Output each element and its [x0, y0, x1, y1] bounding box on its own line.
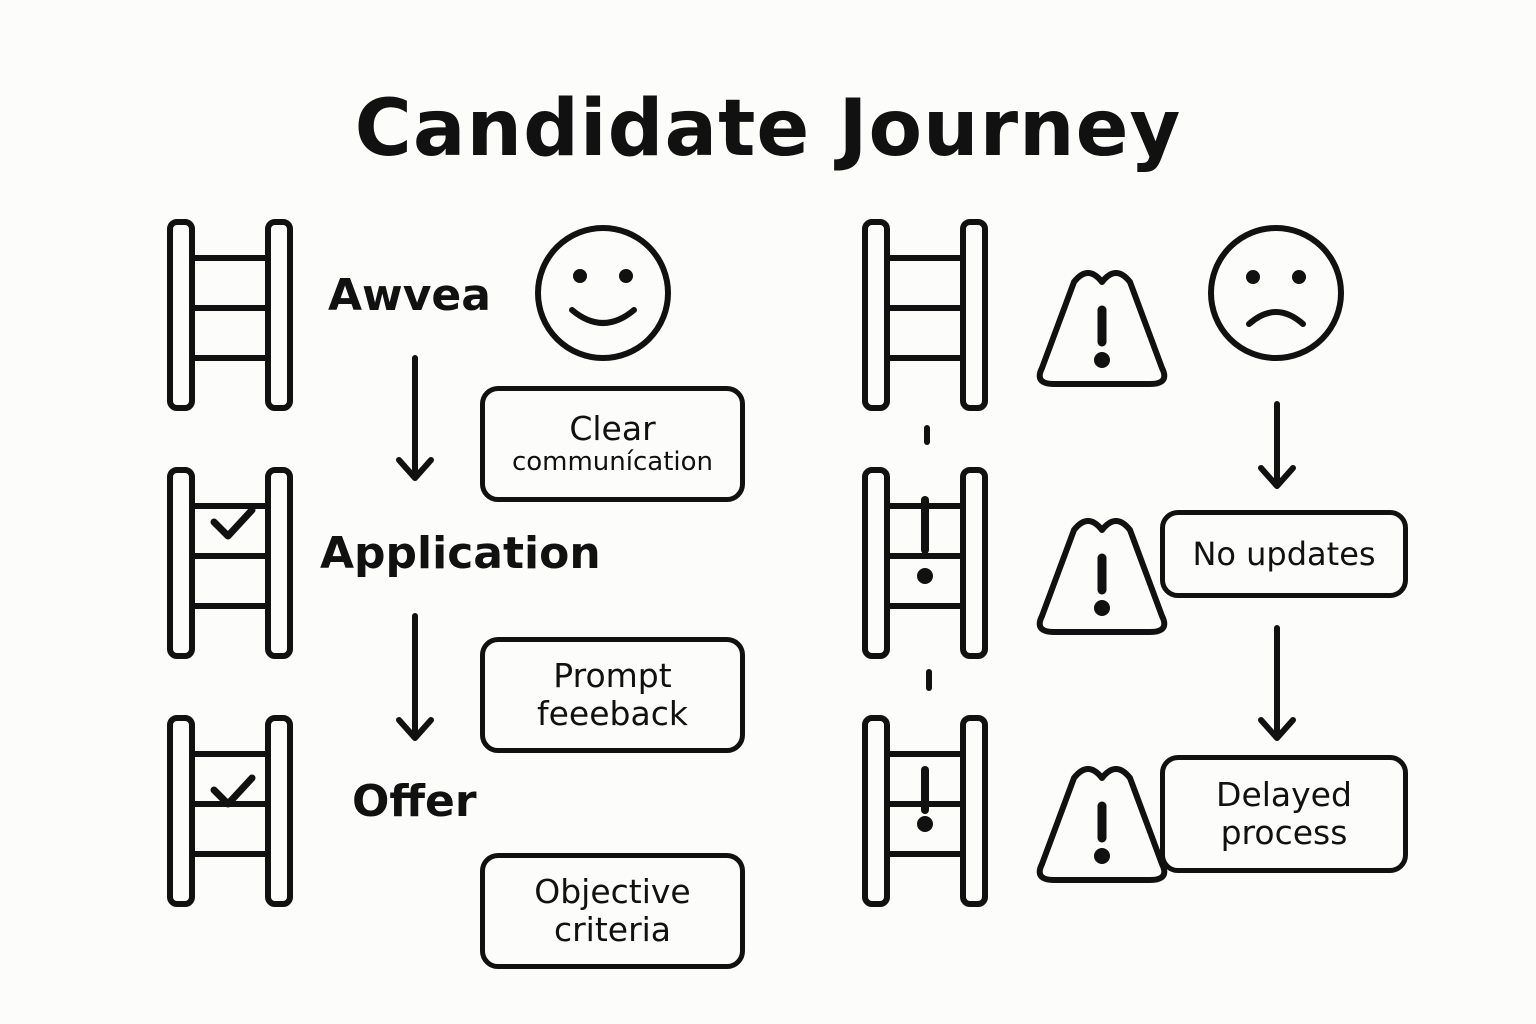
- stage-label-application: Application: [320, 528, 601, 579]
- right-arrow-1: [1258, 401, 1296, 489]
- box-line: No updates: [1192, 534, 1376, 573]
- stage-label-offer: Offer: [352, 776, 477, 827]
- warning-triangle-icon-2: [1040, 521, 1165, 632]
- negative-box-no-updates: No updates: [1160, 510, 1408, 598]
- box-line: Prompt: [553, 656, 672, 696]
- left-arrow-1: [396, 355, 434, 481]
- left-ladder-1: [170, 222, 290, 408]
- box-line: Delayed: [1216, 775, 1352, 815]
- positive-box-prompt-feedback: Prompt feeeback: [480, 637, 745, 753]
- warning-triangle-icon-3: [1040, 769, 1165, 880]
- box-line: process: [1220, 813, 1348, 852]
- positive-box-objective-criteria: Objective criteria: [480, 853, 745, 969]
- left-arrow-2: [396, 613, 434, 741]
- left-ladder-3: [170, 718, 290, 904]
- box-line: criteria: [553, 910, 672, 949]
- stage-label-awareness: Awvea: [328, 270, 491, 321]
- right-ladder-1: [865, 222, 985, 408]
- left-ladder-2: [170, 470, 290, 656]
- page-title: Candidate Journey: [354, 84, 1182, 174]
- box-line: Clear: [569, 409, 656, 449]
- sad-face-icon: [1208, 225, 1344, 361]
- negative-box-delayed-process: Delayed process: [1160, 755, 1408, 873]
- right-arrow-2: [1258, 625, 1296, 741]
- box-line: communícation: [511, 447, 714, 478]
- smiley-face-icon: [535, 225, 671, 361]
- right-ladder-3: [865, 718, 985, 904]
- box-line: feeeback: [537, 694, 688, 733]
- right-ladder-2: [865, 470, 985, 656]
- box-line: Objective: [534, 872, 691, 912]
- warning-triangle-icon-1: [1040, 273, 1165, 384]
- positive-box-clear-communication: Clear communícation: [480, 386, 745, 502]
